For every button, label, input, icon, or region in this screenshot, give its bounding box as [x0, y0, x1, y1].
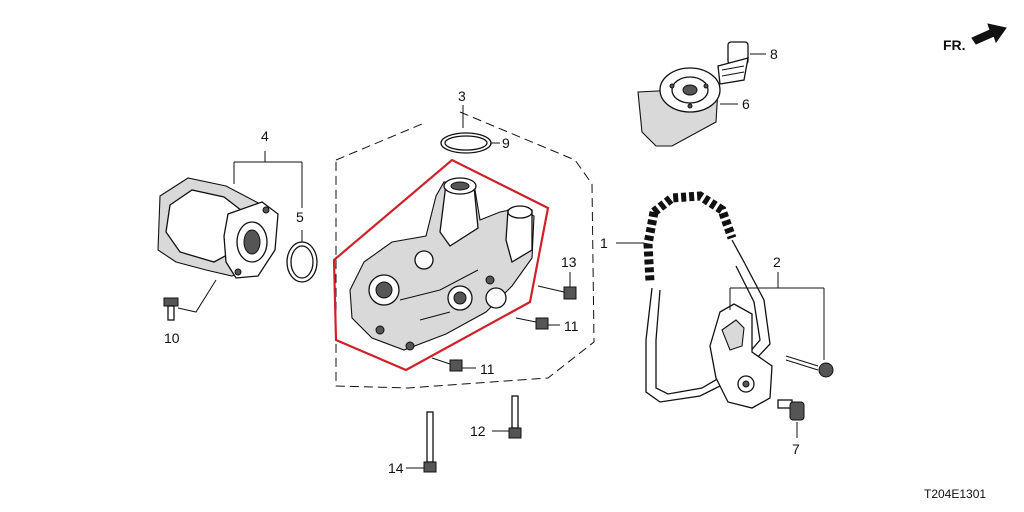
callout-7: 7 — [792, 441, 800, 457]
bolt-11-lower — [431, 357, 476, 372]
bolt-14 — [406, 411, 437, 473]
callout-2: 2 — [773, 254, 781, 270]
bolt-13 — [492, 395, 522, 439]
callout-9: 9 — [502, 135, 510, 151]
callout-11-lower: 11 — [480, 361, 495, 377]
callout-12: 13 — [561, 254, 577, 270]
callout-5: 5 — [296, 209, 304, 225]
bolt-12 — [537, 272, 577, 300]
oil-pump-assembly — [349, 177, 535, 351]
callout-10: 10 — [164, 330, 180, 346]
bolt-10 — [163, 279, 217, 321]
callout-6: 6 — [742, 96, 750, 112]
bolt-7 — [777, 399, 805, 438]
bolt-11-upper — [515, 317, 560, 330]
stud-8 — [717, 41, 766, 85]
front-arrow-icon — [971, 23, 1007, 45]
highlight-outline — [332, 158, 550, 372]
o-ring-5 — [286, 230, 318, 283]
callout-3: 3 — [458, 88, 466, 104]
front-direction-marker: FR. — [943, 23, 1007, 53]
callout-8: 8 — [770, 46, 778, 62]
callout-11-upper: 11 — [564, 318, 579, 334]
callout-14: 14 — [388, 460, 404, 476]
callout-13: 12 — [470, 423, 486, 439]
oil-filter-6 — [637, 67, 738, 147]
callout-1: 1 — [600, 235, 608, 251]
callout-4: 4 — [261, 128, 269, 144]
guide-bolt — [785, 355, 834, 378]
chain-guide-2 — [709, 303, 773, 409]
oil-strainer-housing — [157, 177, 279, 279]
o-ring-9 — [440, 132, 500, 154]
front-marker-label: FR. — [943, 37, 966, 53]
diagram-code: T204E1301 — [924, 487, 986, 501]
